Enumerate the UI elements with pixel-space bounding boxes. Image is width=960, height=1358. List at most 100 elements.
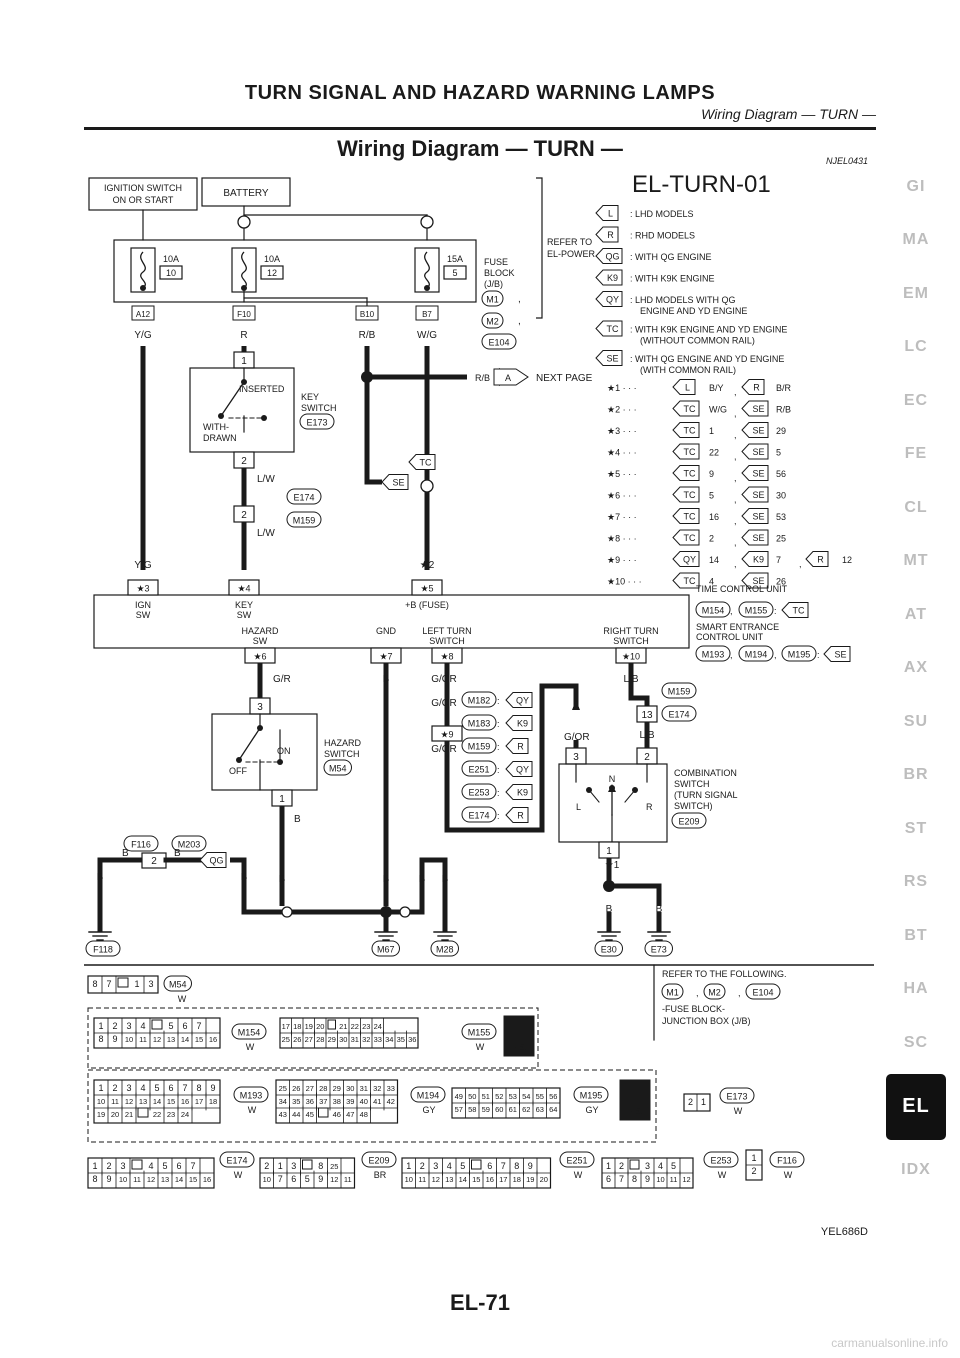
combo-pin-2-text: 2 (644, 752, 650, 763)
conn-e174-pin: 2 (106, 1161, 111, 1171)
conn-m193-id-text: M193 (240, 1091, 263, 1101)
conn-m155-pin: 26 (293, 1035, 301, 1044)
conn-m194-pin: 29 (333, 1084, 341, 1093)
conn-e251-pin: 10 (405, 1175, 413, 1184)
conn-m193-pin: 15 (167, 1097, 175, 1106)
star-index-7: ★7 · · · (607, 512, 637, 522)
star-10-b-text: SE (752, 576, 764, 586)
combo-conn-m159 (661, 682, 697, 699)
diagram-label: : (497, 719, 500, 729)
cl-code-2-text: R (517, 742, 524, 752)
side-tab-ax[interactable]: AX (903, 659, 929, 677)
unit-term-top-3 (127, 579, 159, 596)
tcu-tag-text: TC (793, 606, 805, 616)
conn-m154-id (231, 1023, 267, 1040)
gj-conn-m203 (171, 835, 207, 852)
fuse-element-2 (424, 251, 430, 289)
star-index-6: ★6 · · · (607, 491, 637, 501)
conn-m195-pin: 54 (522, 1092, 530, 1101)
conn-m193-pin: 8 (196, 1083, 201, 1093)
conn-m154-pin: 5 (168, 1021, 173, 1031)
side-tab-ec[interactable]: EC (903, 391, 929, 409)
side-tab-gi[interactable]: GI (906, 177, 926, 195)
side-tab-br[interactable]: BR (903, 766, 929, 784)
star-index-2: ★2 · · · (607, 405, 637, 415)
conn-e173-id (719, 1087, 755, 1104)
secu-label-2: CONTROL UNIT (696, 632, 764, 642)
conn-m193-id (233, 1086, 269, 1103)
star-index-8: ★8 · · · (607, 534, 637, 544)
gj-conn-f116 (123, 835, 159, 852)
wire-label-b-c2: B (656, 904, 663, 915)
tcu-label: TIME CONTROL UNIT (696, 584, 788, 594)
side-tab-su[interactable]: SU (903, 712, 929, 730)
ground-conn-m67 (371, 940, 400, 957)
battery-terminal-2 (420, 215, 434, 229)
star-10-a (672, 572, 700, 589)
conn-m193-pin: 9 (210, 1083, 215, 1093)
conn-m155-pin: 33 (374, 1035, 382, 1044)
refer-conn-m2 (703, 983, 726, 1000)
legend-text-4: : LHD MODELS WITH QG (630, 295, 736, 305)
ground-conn-e73-text: E73 (651, 945, 667, 955)
conn-m154-id-text: M154 (238, 1028, 261, 1038)
star-1-a (672, 379, 696, 395)
side-tab-cl[interactable]: CL (904, 498, 928, 516)
side-tab-st[interactable]: ST (904, 819, 928, 837)
side-tab-idx[interactable]: IDX (901, 1161, 931, 1179)
conn-m195-color: GY (585, 1105, 598, 1115)
side-tab-ma[interactable]: MA (902, 231, 930, 249)
cl-code-1-text: K9 (517, 719, 528, 729)
side-tab-rs[interactable]: RS (903, 873, 929, 891)
star-1-b-text: R (753, 383, 760, 393)
conn-m154-pin: 4 (140, 1021, 145, 1031)
conn-m193-pin: 21 (125, 1110, 133, 1119)
side-tab-lc[interactable]: LC (904, 338, 928, 356)
star-6-b-text: SE (752, 490, 764, 500)
star-6-b (741, 486, 769, 503)
conn-e174-pin: 5 (162, 1161, 167, 1171)
next-page-tag (493, 368, 529, 386)
star9-terminal-text: ★9 (440, 730, 453, 740)
conn-e251-pin: 6 (487, 1161, 492, 1171)
conn-m154-pin: 2 (112, 1021, 117, 1031)
star-1-a-text: L (685, 383, 690, 393)
star-5-a-val: 9 (709, 469, 714, 479)
diagram-label: , (734, 473, 737, 483)
combo-label: COMBINATION (674, 768, 737, 778)
fuse-2 (414, 247, 440, 293)
fuse-conn-2: B7 (422, 310, 432, 319)
conn-e253-pin: 7 (619, 1174, 624, 1184)
fuse-conn-box-2 (415, 305, 439, 321)
conn-m154-pin: 12 (153, 1035, 161, 1044)
conn-m155-pin: 18 (293, 1022, 301, 1031)
combo-conn-e174 (661, 705, 697, 722)
conn-m194-pin: 27 (306, 1084, 314, 1093)
side-tab-at[interactable]: AT (904, 605, 928, 623)
conn-m154-pin: 10 (125, 1035, 133, 1044)
fuse-conn-1: F10 (237, 310, 251, 319)
side-tab-fe[interactable]: FE (904, 445, 928, 463)
conn-e251-pin: 14 (459, 1175, 467, 1184)
conn-e253-pin: 9 (645, 1174, 650, 1184)
side-tab-sc[interactable]: SC (903, 1033, 929, 1051)
side-tab-el[interactable]: EL (886, 1073, 946, 1140)
conn-m154-pin: 3 (126, 1021, 131, 1031)
side-tab-bt[interactable]: BT (904, 926, 928, 944)
gnd-m28-wire (410, 857, 448, 932)
conn-m194-pin: 41 (373, 1097, 381, 1106)
unit-term-bottom-label: SWITCH (613, 636, 649, 646)
side-tab-mt[interactable]: MT (903, 552, 929, 570)
conn-m194-pin: 44 (292, 1110, 300, 1119)
conn-m195-pin: 51 (482, 1092, 490, 1101)
diagram-label: : (497, 788, 500, 798)
unit-term-top-4 (228, 579, 260, 596)
wire-label-gor-4: G/OR (564, 732, 590, 743)
tc-tag (408, 454, 436, 470)
conn-f116-id (769, 1151, 805, 1168)
side-tab-ha[interactable]: HA (903, 980, 929, 998)
side-tab-em[interactable]: EM (903, 284, 929, 302)
wire-label-lb: L/B (623, 674, 638, 685)
left-gor-loop (444, 683, 579, 833)
